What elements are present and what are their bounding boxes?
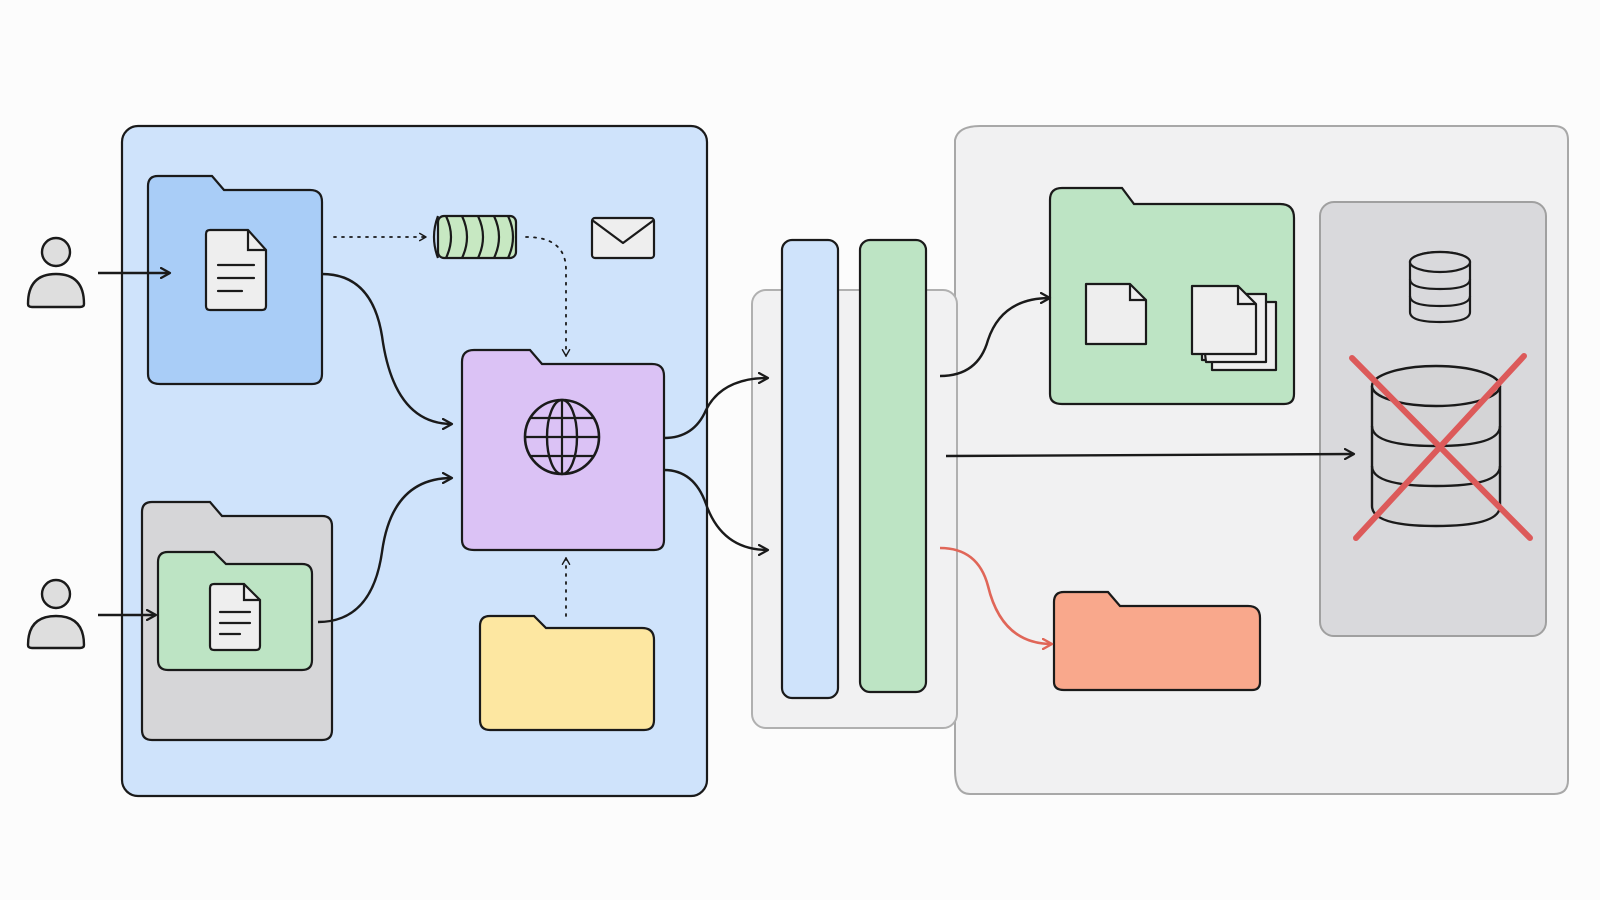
document-stack-icon (1190, 284, 1278, 372)
edges (98, 232, 1354, 644)
edge-purple-folder-to-router-lower (663, 468, 768, 550)
edge-purple-folder-to-router-upper (663, 378, 768, 440)
edge-queue-to-purple-folder (525, 236, 571, 357)
output-folder-salmon (1052, 590, 1262, 692)
removed-cross-icon (1349, 353, 1533, 541)
folder-yellow (478, 614, 656, 732)
router-green-column (858, 238, 928, 694)
user-icon-bottom (26, 578, 86, 650)
user-icon-top (26, 236, 86, 309)
document-icon (204, 228, 268, 312)
queue-icon (432, 214, 518, 260)
database-icon (1408, 250, 1472, 324)
edge-router-to-database (945, 454, 1354, 456)
edge-router-to-salmon-folder (939, 546, 1052, 644)
edge-router-to-green-folder (939, 298, 1050, 378)
globe-icon (523, 398, 601, 476)
document-icon (208, 582, 262, 652)
envelope-icon (590, 216, 656, 260)
edge-gray-folder-to-purple-folder (317, 478, 452, 624)
edge-blue-folder-to-purple-folder (321, 272, 452, 424)
document-icon (1084, 282, 1148, 346)
router-blue-column (780, 238, 840, 700)
